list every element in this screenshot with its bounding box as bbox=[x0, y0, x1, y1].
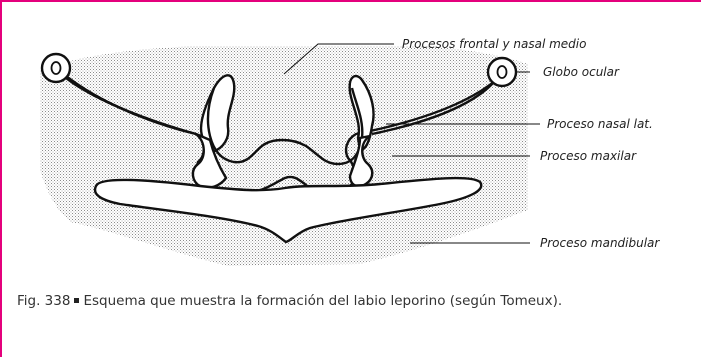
right-nasal-pit bbox=[348, 74, 375, 152]
label-nasal-lat: Proceso nasal lat. bbox=[547, 117, 653, 131]
left-eye-icon bbox=[40, 52, 72, 84]
leader-lines bbox=[283, 43, 540, 244]
caption-text: Esquema que muestra la formación del lab… bbox=[83, 293, 563, 309]
cleft-lip-diagram bbox=[40, 43, 540, 266]
mouth-opening bbox=[93, 176, 483, 244]
stippled-region bbox=[40, 46, 528, 266]
figure-number: Fig. 338 bbox=[17, 293, 71, 309]
right-eye-line bbox=[371, 81, 495, 136]
caption-bullet-icon bbox=[74, 297, 80, 303]
figure-caption: Fig. 338 Esquema que muestra la formación… bbox=[17, 292, 687, 310]
label-frontal-nasal: Procesos frontal y nasal medio bbox=[402, 37, 587, 51]
right-eye-icon bbox=[486, 56, 518, 88]
label-maxilar: Proceso maxilar bbox=[540, 149, 636, 163]
left-eye-line bbox=[65, 77, 197, 136]
diagram-area: Procesos frontal y nasal medio Globo ocu… bbox=[40, 37, 660, 266]
label-mandibular: Proceso mandibular bbox=[540, 236, 660, 250]
label-globo-ocular: Globo ocular bbox=[543, 65, 619, 79]
